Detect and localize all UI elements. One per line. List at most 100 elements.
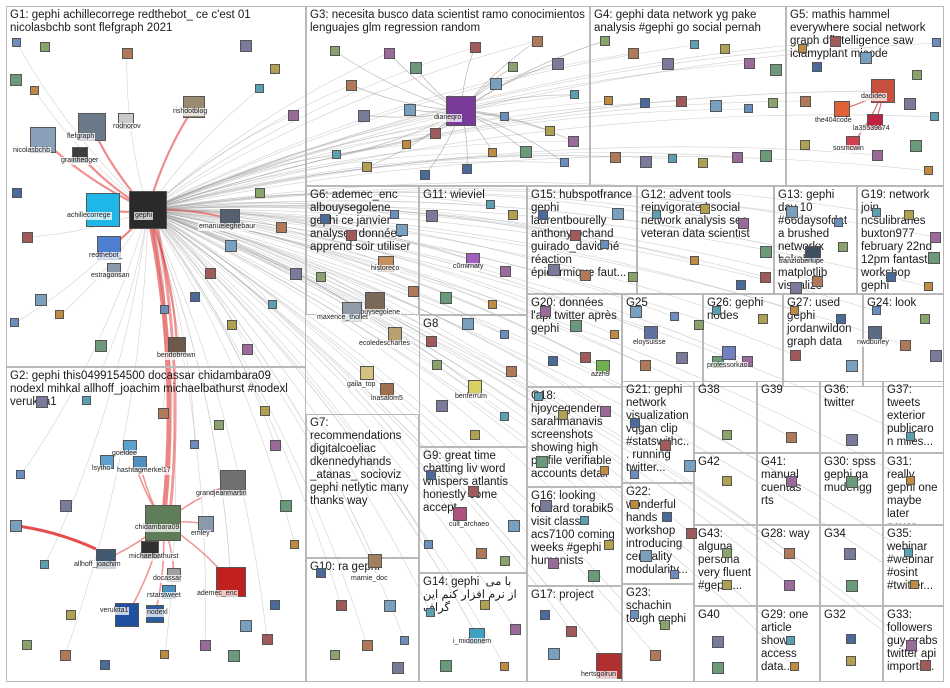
vertex-icon[interactable] xyxy=(225,240,237,252)
vertex-icon[interactable] xyxy=(276,222,287,233)
vertex-icon[interactable] xyxy=(35,294,47,306)
vertex-icon[interactable] xyxy=(928,252,940,264)
vertex-icon[interactable] xyxy=(600,36,610,46)
vertex-benferrum[interactable] xyxy=(468,380,482,394)
vertex-icon[interactable] xyxy=(508,520,520,532)
vertex-icon[interactable] xyxy=(536,456,548,468)
vertex-icon[interactable] xyxy=(744,58,755,69)
vertex-icon[interactable] xyxy=(910,580,919,589)
vertex-icon[interactable] xyxy=(262,634,273,645)
vertex-icon[interactable] xyxy=(200,640,211,651)
vertex-icon[interactable] xyxy=(836,314,846,324)
vertex-icon[interactable] xyxy=(488,300,497,309)
vertex-icon[interactable] xyxy=(506,366,517,377)
vertex-icon[interactable] xyxy=(420,170,430,180)
vertex-icon[interactable] xyxy=(160,650,169,659)
vertex-icon[interactable] xyxy=(906,640,917,651)
vertex-icon[interactable] xyxy=(440,660,452,672)
vertex-icon[interactable] xyxy=(10,74,22,86)
vertex-icon[interactable] xyxy=(384,48,395,59)
vertex-icon[interactable] xyxy=(558,410,568,420)
vertex-icon[interactable] xyxy=(500,412,509,421)
vertex-icon[interactable] xyxy=(290,268,302,280)
vertex-icon[interactable] xyxy=(432,360,442,370)
vertex-icon[interactable] xyxy=(570,320,582,332)
vertex-icon[interactable] xyxy=(610,330,619,339)
vertex-icon[interactable] xyxy=(930,112,939,121)
vertex-icon[interactable] xyxy=(22,640,32,650)
vertex-icon[interactable] xyxy=(904,98,916,110)
vertex-icon[interactable] xyxy=(228,650,240,662)
vertex-icon[interactable] xyxy=(662,58,674,70)
vertex-icon[interactable] xyxy=(540,500,552,512)
vertex-icon[interactable] xyxy=(846,634,856,644)
vertex-icon[interactable] xyxy=(410,62,422,74)
vertex-icon[interactable] xyxy=(66,610,76,620)
vertex-icon[interactable] xyxy=(534,392,543,401)
vertex-icon[interactable] xyxy=(920,314,930,324)
vertex-icon[interactable] xyxy=(790,282,802,294)
vertex-eloysuisse[interactable] xyxy=(644,326,658,340)
vertex-icon[interactable] xyxy=(320,214,330,224)
vertex-icon[interactable] xyxy=(255,188,265,198)
vertex-icon[interactable] xyxy=(712,662,724,674)
vertex-icon[interactable] xyxy=(240,40,252,52)
vertex-icon[interactable] xyxy=(712,306,721,315)
vertex-icon[interactable] xyxy=(846,580,858,592)
vertex-icon[interactable] xyxy=(362,162,372,172)
vertex-icon[interactable] xyxy=(932,38,941,47)
vertex-icon[interactable] xyxy=(190,292,200,302)
vertex-icon[interactable] xyxy=(732,152,743,163)
vertex-icon[interactable] xyxy=(690,40,699,49)
vertex-chidambara09[interactable] xyxy=(145,505,181,541)
vertex-icon[interactable] xyxy=(736,280,746,290)
vertex-icon[interactable] xyxy=(912,70,922,80)
vertex-icon[interactable] xyxy=(670,312,679,321)
vertex-icon[interactable] xyxy=(548,558,559,569)
vertex-icon[interactable] xyxy=(930,350,942,362)
vertex-icon[interactable] xyxy=(800,96,811,107)
vertex-icon[interactable] xyxy=(508,210,518,220)
vertex-icon[interactable] xyxy=(336,600,347,611)
vertex-icon[interactable] xyxy=(205,268,216,279)
vertex-icon[interactable] xyxy=(760,272,771,283)
vertex-icon[interactable] xyxy=(500,330,509,339)
vertex-icon[interactable] xyxy=(270,440,281,451)
vertex-icon[interactable] xyxy=(346,230,357,241)
vertex-icon[interactable] xyxy=(255,84,264,93)
vertex-icon[interactable] xyxy=(358,110,370,122)
vertex-icon[interactable] xyxy=(548,264,560,276)
vertex-icon[interactable] xyxy=(924,282,933,291)
vertex-icon[interactable] xyxy=(540,610,550,620)
vertex-icon[interactable] xyxy=(652,210,661,219)
vertex-icon[interactable] xyxy=(426,336,437,347)
vertex-icon[interactable] xyxy=(920,660,931,671)
vertex-icon[interactable] xyxy=(630,610,639,619)
vertex-icon[interactable] xyxy=(910,140,922,152)
vertex-icon[interactable] xyxy=(552,58,564,70)
vertex-icon[interactable] xyxy=(790,306,799,315)
vertex-icon[interactable] xyxy=(538,210,548,220)
vertex-icon[interactable] xyxy=(588,570,600,582)
vertex-icon[interactable] xyxy=(630,418,640,428)
vertex-icon[interactable] xyxy=(904,210,914,220)
vertex-icon[interactable] xyxy=(670,570,679,579)
vertex-icon[interactable] xyxy=(786,206,798,218)
vertex-icon[interactable] xyxy=(628,48,639,59)
vertex-icon[interactable] xyxy=(660,440,671,451)
vertex-cult-archaeo[interactable] xyxy=(453,507,467,521)
vertex-icon[interactable] xyxy=(768,98,778,108)
vertex-icon[interactable] xyxy=(488,148,497,157)
vertex-icon[interactable] xyxy=(436,400,448,412)
vertex-icon[interactable] xyxy=(95,340,107,352)
vertex-icon[interactable] xyxy=(700,204,710,214)
vertex-icon[interactable] xyxy=(332,150,341,159)
vertex-icon[interactable] xyxy=(330,46,340,56)
vertex-icon[interactable] xyxy=(10,318,19,327)
vertex-icon[interactable] xyxy=(872,150,883,161)
vertex-icon[interactable] xyxy=(798,44,807,53)
vertex-icon[interactable] xyxy=(60,500,72,512)
vertex-icon[interactable] xyxy=(580,270,591,281)
vertex-the404code[interactable] xyxy=(834,101,850,117)
vertex-icon[interactable] xyxy=(36,396,48,408)
